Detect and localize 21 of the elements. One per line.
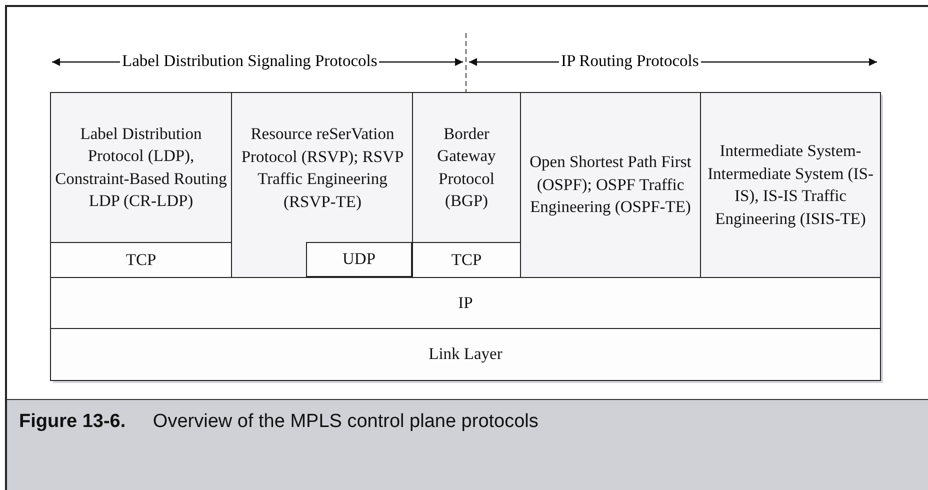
layer-name: Link Layer [428, 343, 504, 366]
layer-name: TCP [124, 248, 158, 271]
layer-box [306, 242, 412, 277]
protocol-box [231, 92, 413, 278]
protocol-name: Border Gateway Protocol (BGP) [436, 122, 497, 212]
protocol-box [412, 92, 521, 243]
protocol-box [700, 92, 881, 278]
figure-caption: Figure 13-6. Overview of the MPLS control plane protocols [19, 411, 538, 433]
protocol-name: Intermediate System-Intermediate System (IS-IS), IS-IS Traffic Engineering (ISIS-TE) [706, 140, 874, 230]
layer-name: IP [457, 292, 474, 314]
protocol-name: Open Shortest Path First (OSPF); OSPF Traffic Engineering (OSPF-TE) [528, 151, 692, 218]
layer-box [50, 328, 881, 381]
protocol-name: Label Distribution Protocol (LDP), Constraint-Based Routing LDP (CR-LDP) [54, 122, 228, 212]
protocol-box [50, 92, 232, 243]
layer-box [50, 242, 232, 278]
layer-box [412, 242, 521, 278]
protocol-name: Resource reSerVation Protocol (RSVP); RSVP Traffic Engineering (RSVP-TE) [240, 123, 405, 212]
layer-name: TCP [450, 248, 483, 271]
layer-name: UDP [341, 248, 376, 270]
protocol-box [520, 92, 701, 278]
layer-box [50, 277, 881, 329]
